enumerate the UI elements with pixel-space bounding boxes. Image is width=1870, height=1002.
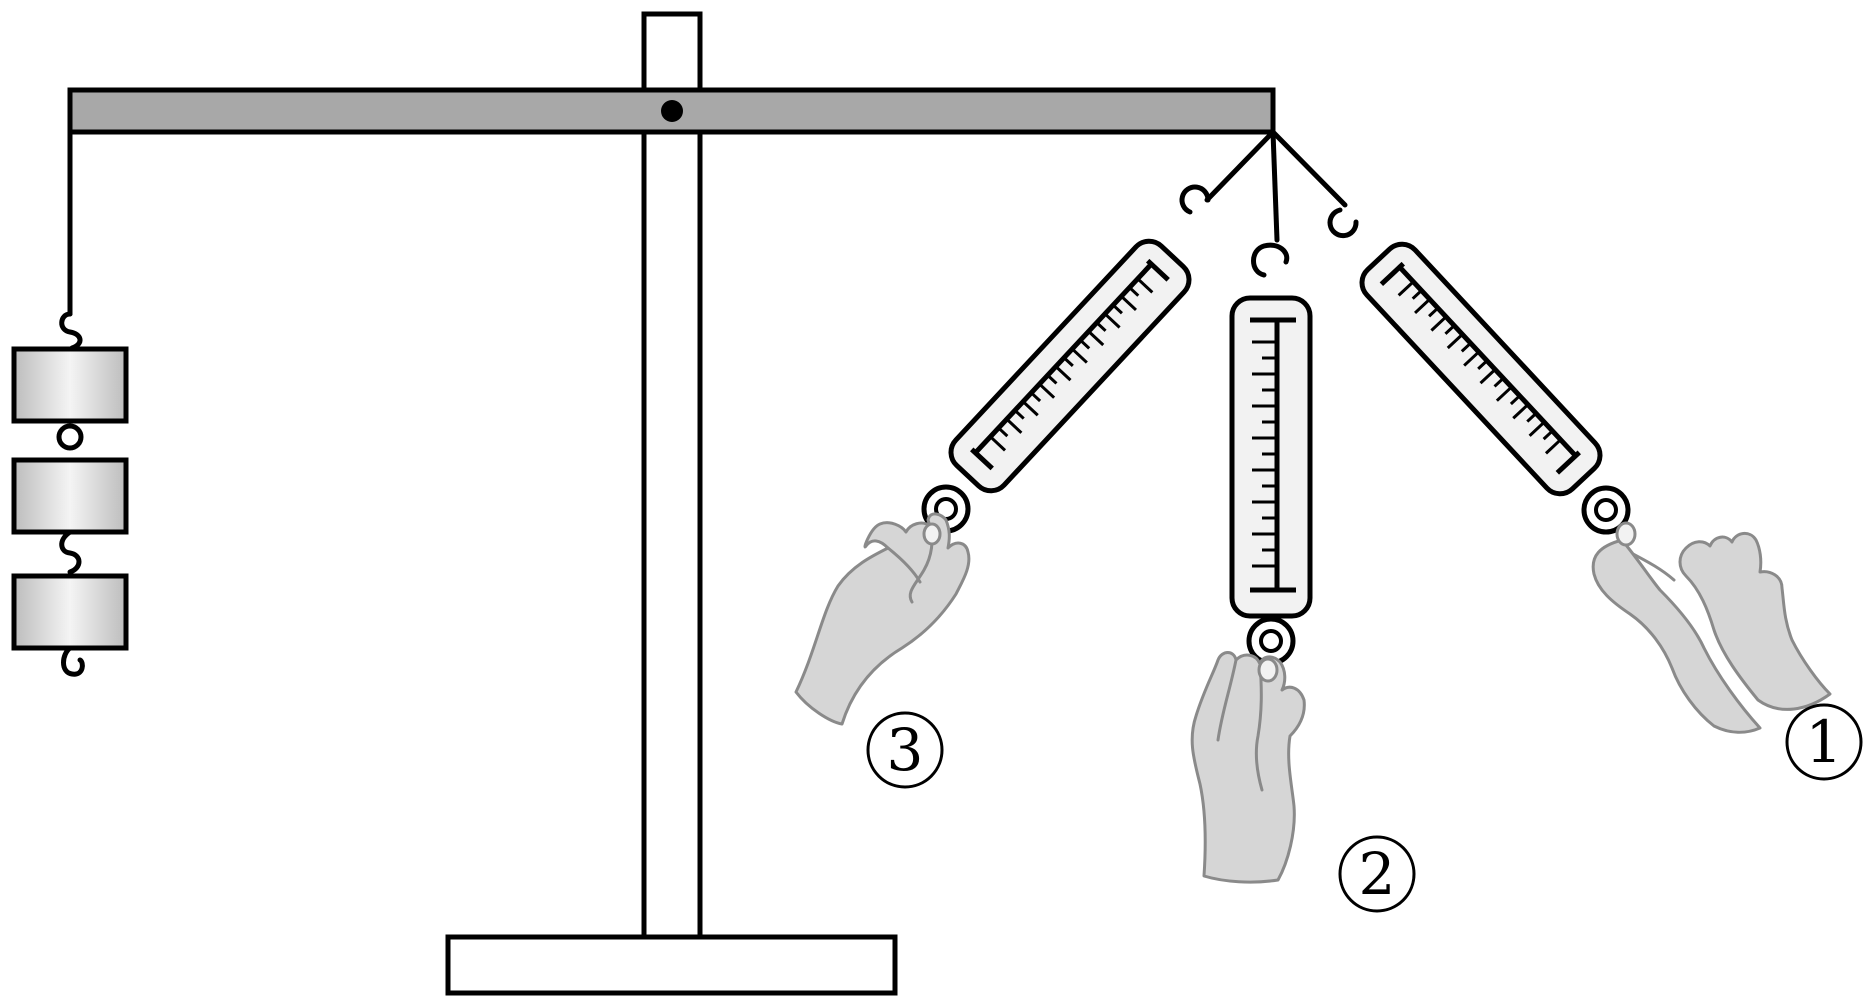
weight-1 xyxy=(11,346,129,424)
scale-strings xyxy=(1204,129,1348,243)
label-1-text: 1 xyxy=(1806,708,1843,776)
hand-1 xyxy=(1591,521,1832,734)
label-2: 2 xyxy=(1338,835,1416,913)
pivot-point xyxy=(661,100,683,122)
hand-3 xyxy=(794,512,971,726)
label-3-text: 3 xyxy=(887,716,924,784)
stand xyxy=(445,11,898,996)
stand-post xyxy=(641,11,703,940)
label-2-text: 2 xyxy=(1359,840,1396,908)
weight-3 xyxy=(11,573,129,651)
spring-scale-1 xyxy=(1327,207,1631,535)
label-3: 3 xyxy=(866,711,944,789)
stand-base xyxy=(445,934,898,996)
hanging-weights xyxy=(11,129,129,677)
spring-scale-2 xyxy=(1229,242,1313,666)
spring-scale-3 xyxy=(921,184,1211,534)
hand-2 xyxy=(1190,651,1306,884)
label-1: 1 xyxy=(1785,703,1863,781)
weight-2 xyxy=(11,457,129,535)
lever-beam xyxy=(67,87,1276,135)
